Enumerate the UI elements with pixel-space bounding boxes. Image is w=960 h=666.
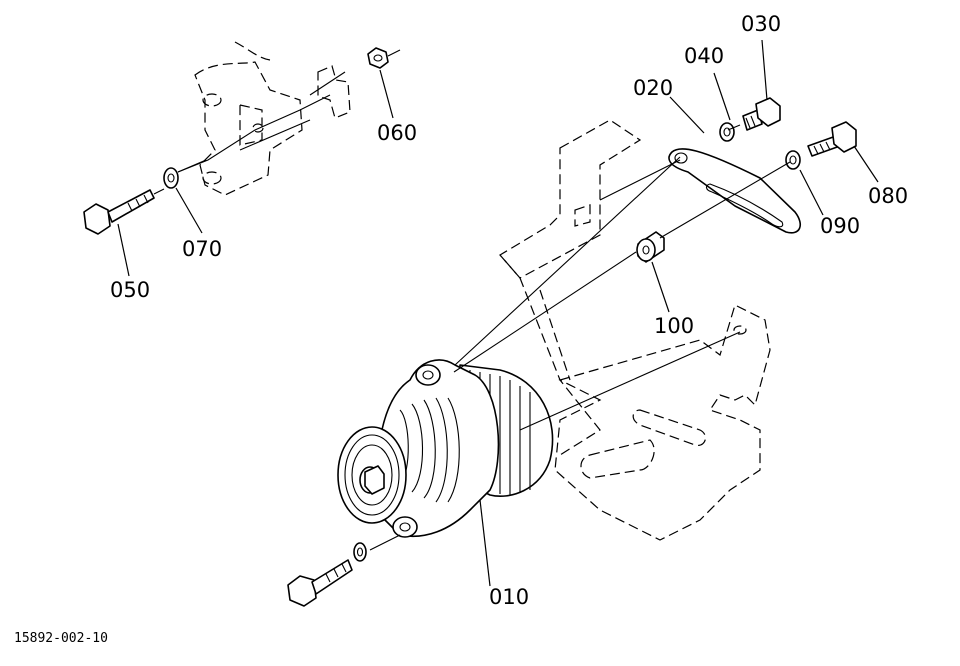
part-label-080: 080 <box>868 184 908 208</box>
part-label-050: 050 <box>110 278 150 302</box>
part-label-030: 030 <box>741 12 781 36</box>
nut-060 <box>367 47 389 69</box>
assembly-lines <box>177 94 791 551</box>
reference-number: 15892-002-10 <box>14 631 108 646</box>
washer-040 <box>719 122 735 142</box>
washer-070 <box>163 167 179 189</box>
bolt-080 <box>807 121 857 157</box>
wire-clip <box>309 65 351 119</box>
alternator-lower-bolt <box>287 542 367 607</box>
washer-090 <box>785 150 801 170</box>
bolt-050 <box>83 189 155 235</box>
part-label-060: 060 <box>377 121 417 145</box>
alternator-bracket <box>499 119 771 541</box>
part-label-040: 040 <box>684 44 724 68</box>
alternator-010 <box>337 359 554 538</box>
spacer-100 <box>636 231 665 263</box>
part-label-010: 010 <box>489 585 529 609</box>
part-label-070: 070 <box>182 237 222 261</box>
engine-mount-bracket <box>194 41 303 196</box>
part-labels: 010 020 030 040 050 060 070 080 090 100 <box>110 12 908 609</box>
bolt-030 <box>742 97 781 131</box>
part-label-090: 090 <box>820 214 860 238</box>
leader-lines <box>117 39 879 587</box>
part-label-020: 020 <box>633 76 673 100</box>
adjusting-stay-020 <box>668 148 802 234</box>
part-label-100: 100 <box>654 314 694 338</box>
